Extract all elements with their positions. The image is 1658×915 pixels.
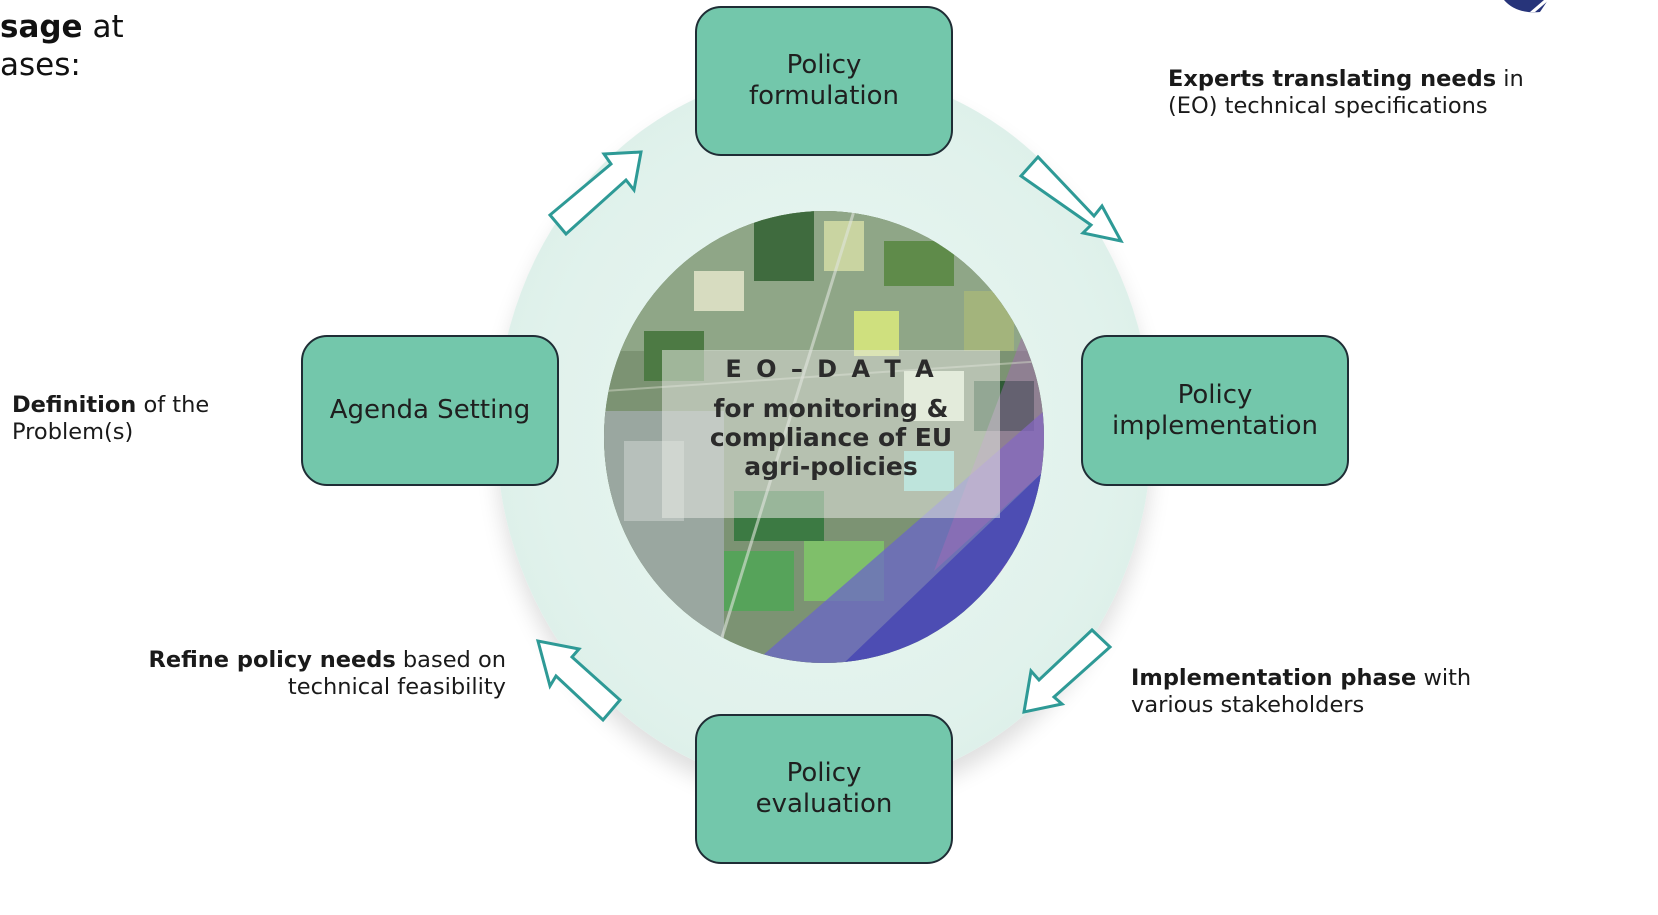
phase-label-line: evaluation: [755, 789, 893, 819]
eo-satellite-image: [604, 211, 1044, 663]
title-bold: sage: [0, 9, 83, 45]
note-text: based on: [395, 647, 506, 673]
phase-policy-formulation: Policy formulation: [695, 6, 953, 156]
eo-subtitle-line: agri-policies: [744, 452, 918, 481]
logo-icon: [1504, 0, 1558, 13]
phase-label-line: Policy: [786, 50, 862, 80]
eo-subtitle-line: for monitoring &: [713, 394, 949, 423]
note-text: Problem(s): [12, 419, 134, 445]
phase-agenda-setting: Agenda Setting: [301, 335, 559, 486]
eo-data-subtitle: for monitoring & compliance of EU agri-p…: [662, 394, 1000, 481]
phase-label-line: implementation: [1111, 410, 1318, 441]
note-bold: Definition: [12, 392, 137, 418]
phase-label-line: Policy: [786, 758, 862, 788]
note-bold: Refine policy needs: [148, 647, 396, 673]
note-text: various stakeholders: [1131, 692, 1365, 718]
note-implementation: Implementation phase with various stakeh…: [1131, 665, 1551, 719]
note-text: of the: [136, 392, 210, 418]
note-bold: Implementation phase: [1131, 665, 1417, 691]
title-line2: ases:: [0, 47, 81, 83]
phase-label-line: Policy: [1177, 379, 1253, 410]
note-definition: Definition of the Problem(s): [12, 392, 272, 446]
note-text: technical feasibility: [287, 674, 506, 700]
note-refine: Refine policy needs based on technical f…: [60, 647, 507, 701]
title-after-bold: at: [82, 9, 124, 45]
phase-policy-implementation: Policy implementation: [1081, 335, 1349, 486]
note-text: in: [1496, 66, 1524, 92]
slide-title: sage at ases:: [0, 8, 124, 84]
note-text: (EO) technical specifications: [1168, 93, 1488, 119]
eo-subtitle-line: compliance of EU: [709, 423, 953, 452]
phase-policy-evaluation: Policy evaluation: [695, 714, 953, 864]
eo-data-label: E O – D A T A for monitoring & complianc…: [662, 350, 1000, 518]
phase-label-line: Agenda Setting: [329, 395, 531, 425]
phase-label-line: formulation: [748, 81, 900, 111]
note-experts: Experts translating needs in (EO) techni…: [1168, 66, 1568, 120]
note-bold: Experts translating needs: [1168, 66, 1497, 92]
note-text: with: [1416, 665, 1472, 691]
eo-data-title: E O – D A T A: [725, 355, 937, 383]
